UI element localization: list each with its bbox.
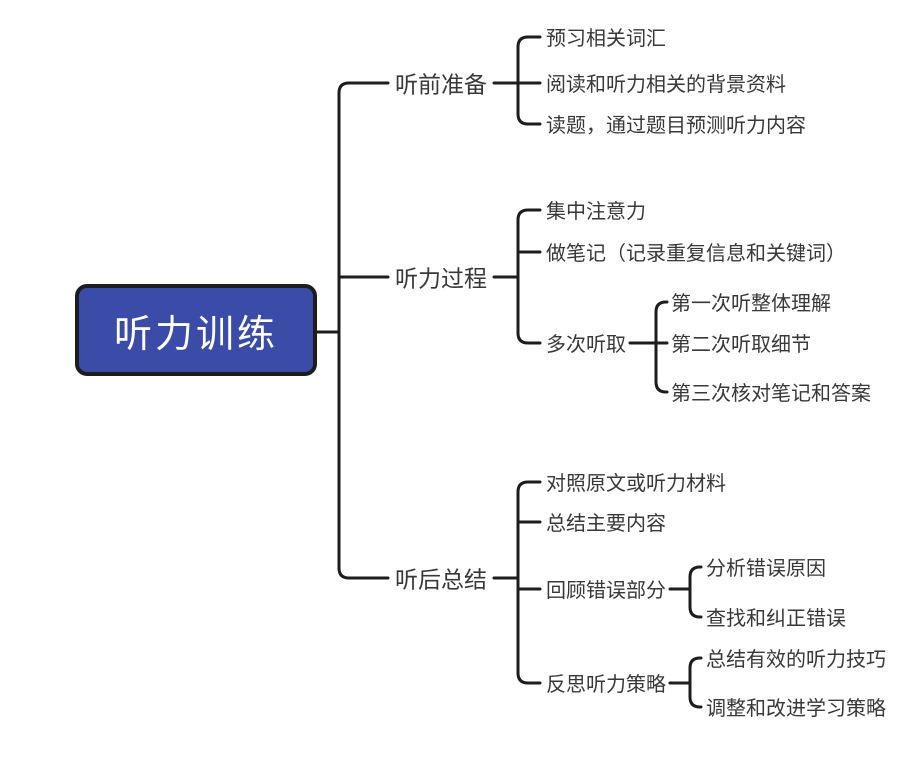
node-review-errors[interactable]: 回顾错误部分: [546, 579, 666, 602]
branch-post-listening[interactable]: 听后总结: [395, 566, 487, 593]
node-summarize-effective-skills[interactable]: 总结有效的听力技巧: [706, 648, 886, 671]
node-take-notes[interactable]: 做笔记（记录重复信息和关键词）: [546, 242, 846, 265]
connector-trunk: [337, 81, 390, 580]
node-analyze-error-causes[interactable]: 分析错误原因: [706, 557, 826, 580]
branch-listening-process[interactable]: 听力过程: [395, 265, 487, 292]
node-listen-multiple-times[interactable]: 多次听取: [546, 333, 626, 356]
node-focus-attention[interactable]: 集中注意力: [546, 200, 646, 223]
node-preview-vocabulary[interactable]: 预习相关词汇: [546, 27, 666, 50]
connector-branch1-bracket: [516, 35, 542, 126]
branch-pre-listening[interactable]: 听前准备: [395, 71, 487, 98]
connector-branch3-bracket: [516, 480, 542, 685]
node-adjust-improve-strategy[interactable]: 调整和改进学习策略: [706, 697, 886, 720]
node-read-questions-predict[interactable]: 读题，通过题目预测听力内容: [546, 114, 806, 137]
node-find-correct-errors[interactable]: 查找和纠正错误: [706, 607, 846, 630]
node-second-listen-details[interactable]: 第二次听取细节: [671, 333, 811, 356]
connector-branch2-bracket: [516, 208, 542, 345]
root-node-listening-training[interactable]: 听力训练: [75, 284, 317, 376]
connector-fansi-bracket: [688, 656, 703, 709]
node-reflect-listening-strategy[interactable]: 反思听力策略: [546, 673, 666, 696]
node-first-listen-overall[interactable]: 第一次听整体理解: [671, 292, 831, 315]
connector-duoci-bracket: [654, 300, 669, 394]
node-summarize-main-content[interactable]: 总结主要内容: [546, 512, 666, 535]
node-read-background-material[interactable]: 阅读和听力相关的背景资料: [546, 73, 786, 96]
node-third-check-notes-answers[interactable]: 第三次核对笔记和答案: [671, 382, 871, 405]
node-compare-original-text[interactable]: 对照原文或听力材料: [546, 472, 726, 495]
connector-huigu-bracket: [688, 565, 703, 619]
